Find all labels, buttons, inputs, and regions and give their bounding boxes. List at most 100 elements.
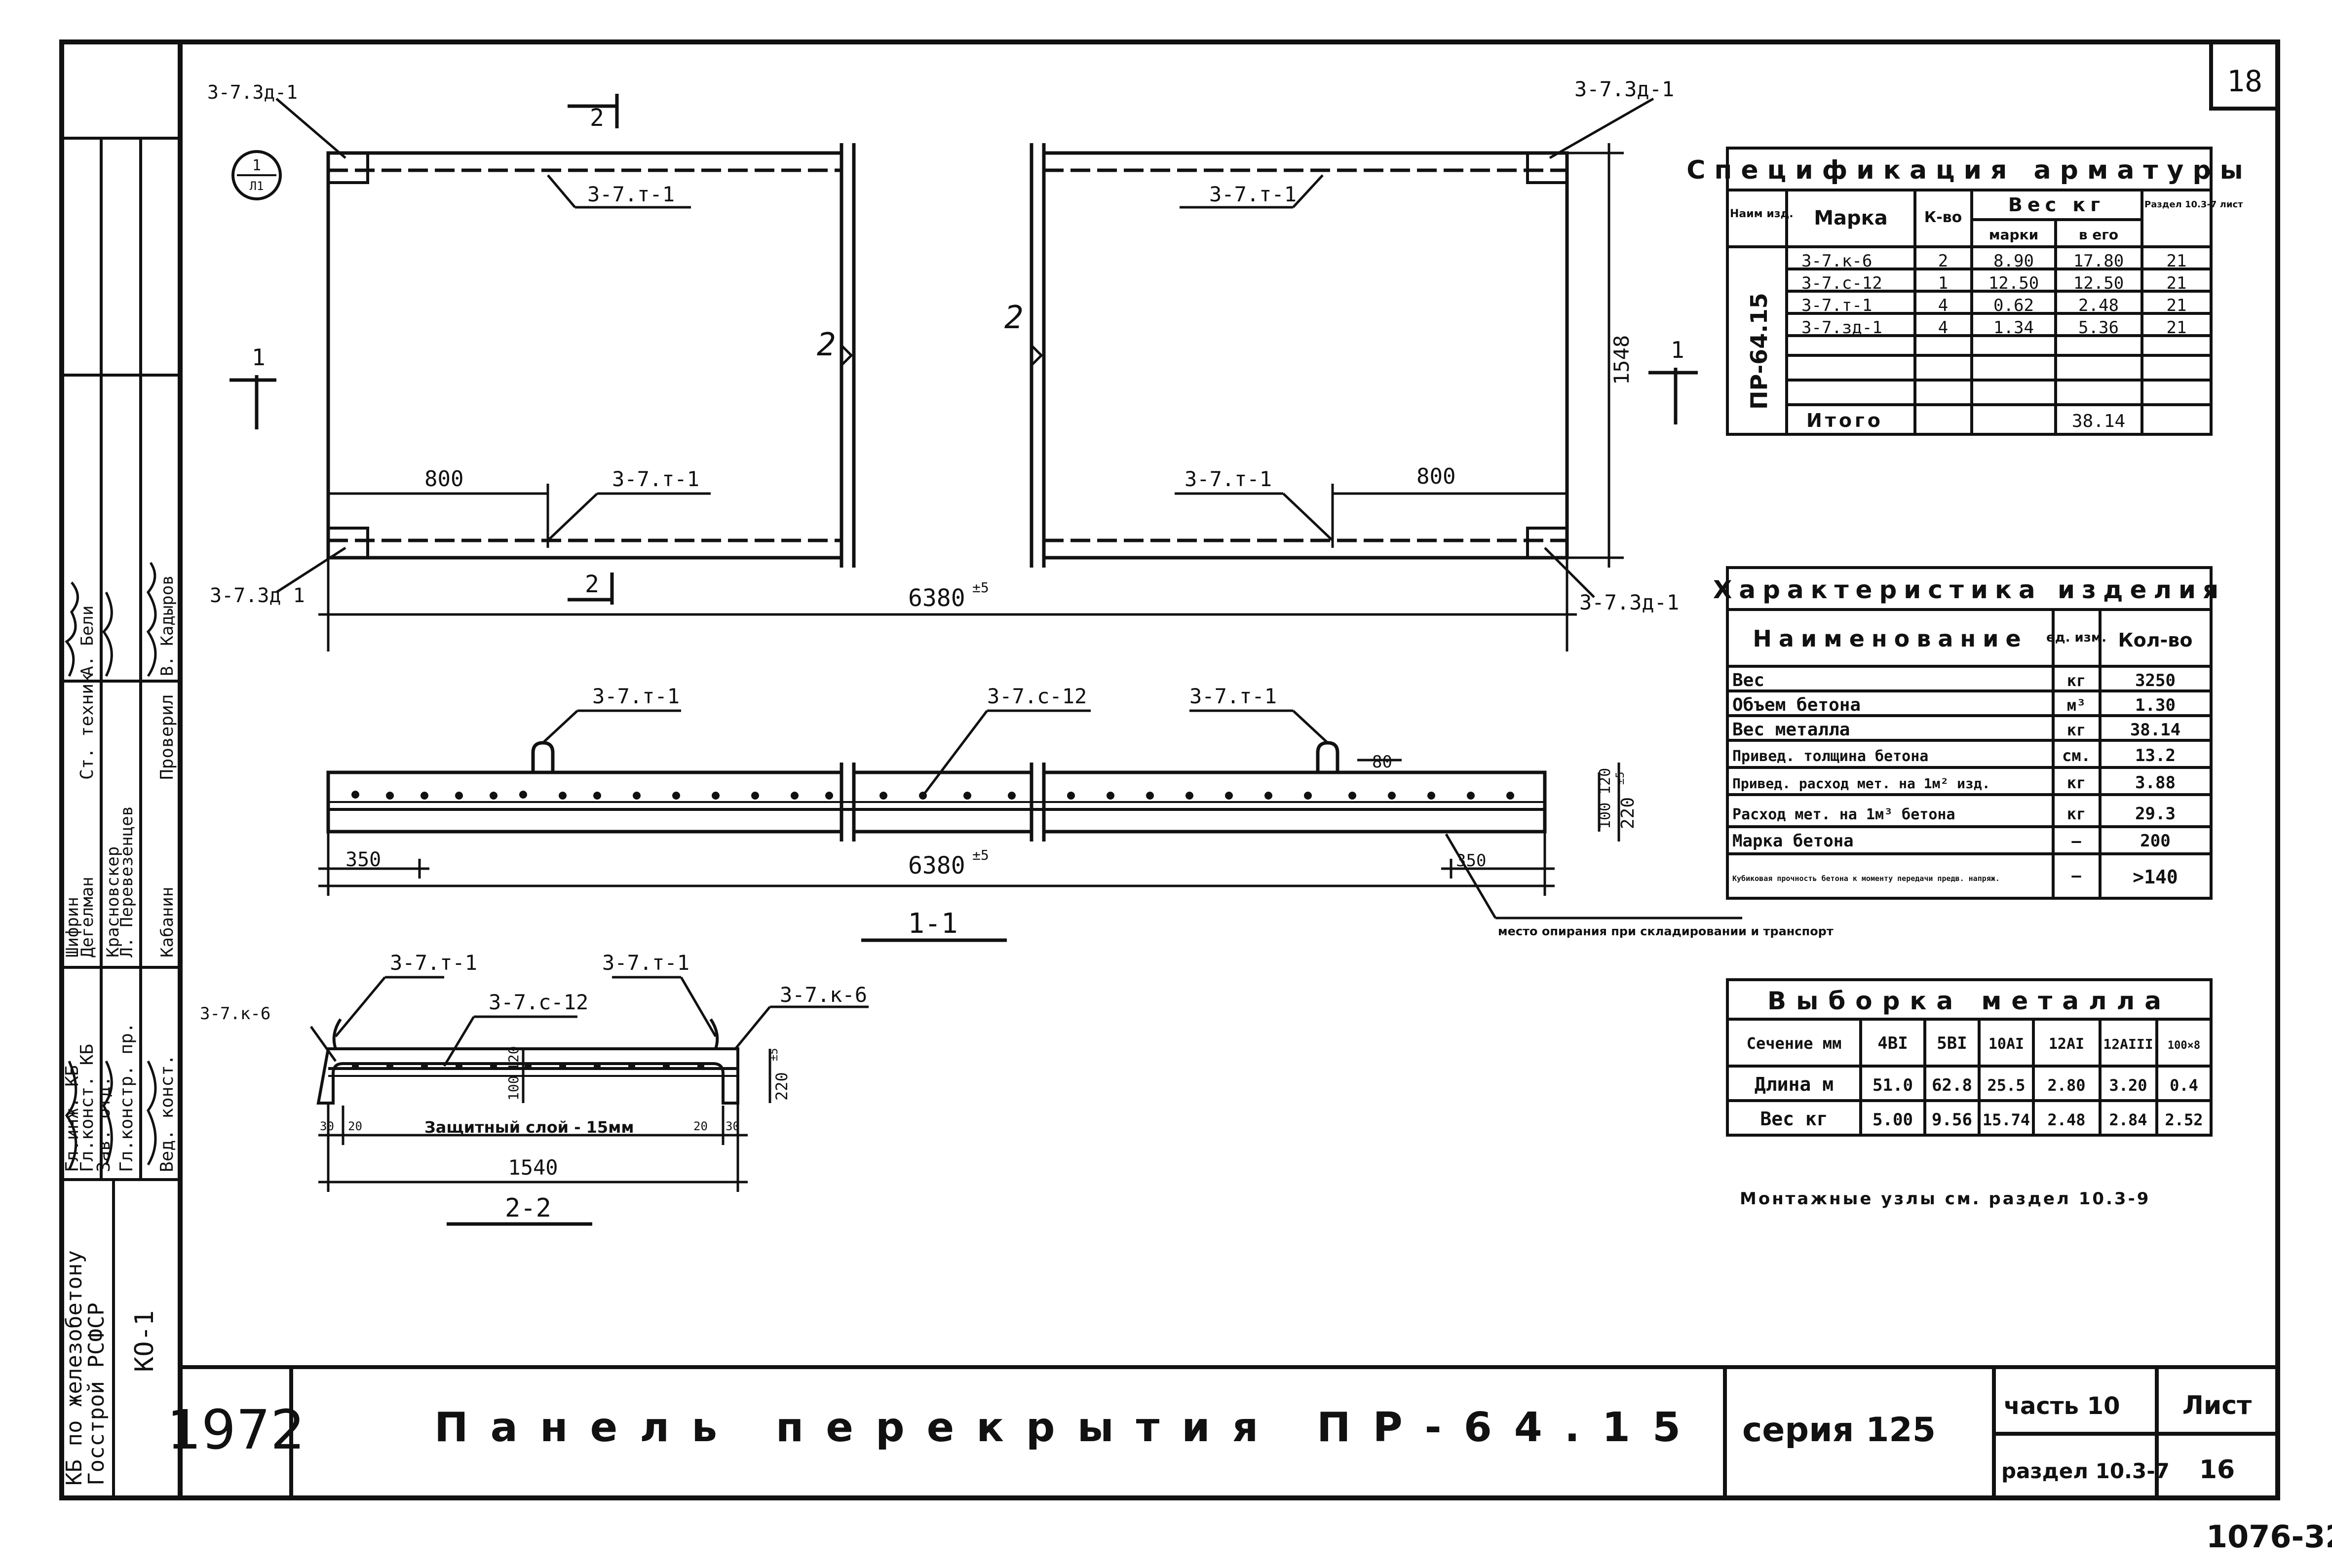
metal-weight-12aiii: 2.84 xyxy=(2109,1110,2147,1129)
product-char-row: Объем бетона м³ 1.30 xyxy=(1732,695,2176,715)
metal-length-5bi: 62.8 xyxy=(1932,1075,1972,1095)
rebar-sheet-1: 21 xyxy=(2167,251,2187,271)
title-block xyxy=(180,1365,2278,1498)
char-qty-1: 3250 xyxy=(2135,671,2176,690)
name-kabanin: Кабанин xyxy=(157,887,177,957)
product-char-row: Привед. толщина бетона см. 13.2 xyxy=(1732,746,2176,765)
char-unit-7: — xyxy=(2071,832,2081,850)
product-char-row: Привед. расход мет. на 1м² изд. кг 3.88 xyxy=(1732,773,2176,793)
s22-dim-left-b: 20 xyxy=(348,1119,362,1133)
rebar-spec-product: ПР-64.15 xyxy=(1746,293,1772,410)
rebar-spec-header-weight-total: в его xyxy=(2079,227,2118,243)
section-1-1-leaders xyxy=(542,709,1742,919)
metal-header-section: Сечение мм xyxy=(1747,1034,1842,1053)
title-part: часть 10 xyxy=(2004,1392,2120,1420)
char-qty-6: 29.3 xyxy=(2135,804,2176,824)
plan-dim-length-tol: ±5 xyxy=(972,579,989,596)
role-ved-konst-bottom: Вед. конст. xyxy=(157,1055,177,1172)
rebar-sheet-4: 21 xyxy=(2167,318,2187,338)
s11-dim-350-left: 350 xyxy=(345,848,381,871)
role-st-tekhnik: Ст. техник xyxy=(77,673,97,780)
s11-label-bar-left: 3-7.т-1 xyxy=(592,684,680,708)
product-char-row: Вес кг 3250 xyxy=(1732,670,2176,690)
metal-length-12ai: 2.80 xyxy=(2047,1076,2085,1095)
rebar-spec-table-grid xyxy=(1726,147,2213,436)
rebar-spec-row: 3-7.зд-1 4 1.34 5.36 21 xyxy=(1801,318,2186,338)
product-char-header-name: Наименование xyxy=(1753,625,2027,652)
section-1-1-title: 1-1 xyxy=(908,908,957,940)
plan-dim-800-right: 800 xyxy=(1416,464,1455,489)
role-gl-konstr-pr: Гл.констр. пр. xyxy=(116,1023,137,1172)
metal-selection-header-row: Сечение мм 4ВI 5ВI 10АI 12АI 12АIII 100×… xyxy=(1747,1033,2200,1053)
rebar-spec-header-sheet: Раздел 10.3-7 лист xyxy=(2144,199,2243,210)
rebar-spec-header-weight: Вес кг xyxy=(2008,194,2105,216)
title-section: раздел 10.3-7 xyxy=(2001,1459,2170,1483)
plan-label-top-left-bar: 3-7.т-1 xyxy=(587,182,675,206)
s11-dim-total-tol: ±5 xyxy=(1614,772,1627,785)
metal-header-10ai: 10АI xyxy=(1988,1035,2024,1053)
metal-weight-4bi: 5.00 xyxy=(1873,1110,1913,1130)
signature-names: Шифрин Дегелман Красновскер Л. Перевезен… xyxy=(63,575,177,957)
title-sheet-number: 16 xyxy=(2199,1455,2235,1485)
metal-header-12aiii: 12АIII xyxy=(2103,1036,2153,1052)
section-1-left-mark: 1 xyxy=(252,344,266,371)
handwritten-signatures xyxy=(65,562,157,1171)
rebar-wtotal-3: 2.48 xyxy=(2078,296,2119,315)
org-line1: КБ по железобетону xyxy=(62,1250,87,1486)
s11-dim-length: 6380 xyxy=(908,852,965,880)
char-qty-4: 13.2 xyxy=(2135,746,2176,765)
char-name-2: Объем бетона xyxy=(1732,695,1861,715)
s11-dim-total-height: 220 xyxy=(1618,797,1638,829)
name-degelman: Дегелман xyxy=(77,877,97,957)
sheet-frame xyxy=(59,39,2280,1500)
s22-cover-note: Защитный слой - 15мм xyxy=(424,1118,634,1137)
metal-header-4bi: 4ВI xyxy=(1877,1033,1908,1053)
char-unit-6: кг xyxy=(2067,804,2086,823)
s22-label-bar-left: 3-7.т-1 xyxy=(390,951,477,975)
rebar-spec-total-value: 38.14 xyxy=(2072,411,2125,431)
role-gl-konst: Гл.конст. КБ xyxy=(77,1044,97,1172)
s22-label-bar-right: 3-7.т-1 xyxy=(602,951,689,975)
char-unit-5: кг xyxy=(2067,773,2086,792)
s22-dim-left-a: 30 xyxy=(320,1119,334,1133)
char-qty-7: 200 xyxy=(2140,831,2170,851)
signature-column xyxy=(62,137,180,1498)
title-series: серия 125 xyxy=(1742,1411,1936,1450)
plan-break-mark-right: 2 xyxy=(1004,300,1024,336)
char-qty-8: >140 xyxy=(2133,866,2178,888)
section-2-bottom-mark: 2 xyxy=(585,571,599,598)
detail-circle-sheet: Л1 xyxy=(250,179,264,193)
product-char-header-unit: ед. изм. xyxy=(2046,630,2106,645)
product-char-title: Характеристика изделия xyxy=(1713,575,2225,604)
s22-dim-total-tol: ±5 xyxy=(768,1048,780,1062)
rebar-wmark-1: 8.90 xyxy=(1993,251,2034,271)
plan-dim-length: 6380 xyxy=(908,584,965,612)
name-shifrin: Шифрин xyxy=(63,897,82,957)
product-char-table-grid xyxy=(1726,566,2213,900)
s11-dim-350-right: 350 xyxy=(1456,851,1486,871)
org-line2: Госстрой РСФСР xyxy=(84,1302,109,1486)
s11-dim-h2: 120 xyxy=(1597,768,1614,795)
plan-dim-width: 1548 xyxy=(1609,335,1634,385)
product-char-row: Марка бетона — 200 xyxy=(1732,831,2171,851)
signature-roles: Гл.инж. КБ Гл.конст. КБ Зав. отд. Гл.кон… xyxy=(62,673,177,1172)
mounting-note: Монтажные узлы см. раздел 10.3-9 xyxy=(1740,1189,2150,1209)
section-1-1-outline xyxy=(326,741,1547,841)
rebar-mark-3: 3-7.т-1 xyxy=(1801,296,1872,315)
char-unit-1: кг xyxy=(2067,671,2086,690)
name-perevezentsev: Л. Перевезенцев xyxy=(117,806,137,957)
char-unit-2: м³ xyxy=(2067,696,2086,715)
metal-weight-10ai: 15.74 xyxy=(1983,1110,2030,1129)
rebar-mark-1: 3-7.к-6 xyxy=(1801,251,1872,271)
metal-header-5bi: 5ВI xyxy=(1937,1033,1967,1053)
plan-label-bottom-left-plate: 3-7.3д 1 xyxy=(210,584,305,607)
product-char-row: Расход мет. на 1м³ бетона кг 29.3 xyxy=(1732,804,2176,824)
metal-length-10ai: 25.5 xyxy=(1987,1076,2025,1095)
plan-break-mark-left: 2 xyxy=(817,327,836,363)
char-qty-3: 38.14 xyxy=(2130,720,2180,740)
plan-label-top-left-plate: 3-7.3д-1 xyxy=(207,81,298,103)
name-kadyrov: В. Кадыров xyxy=(157,575,177,676)
rebar-qty-3: 4 xyxy=(1938,296,1948,315)
rebar-qty-2: 1 xyxy=(1938,273,1948,293)
